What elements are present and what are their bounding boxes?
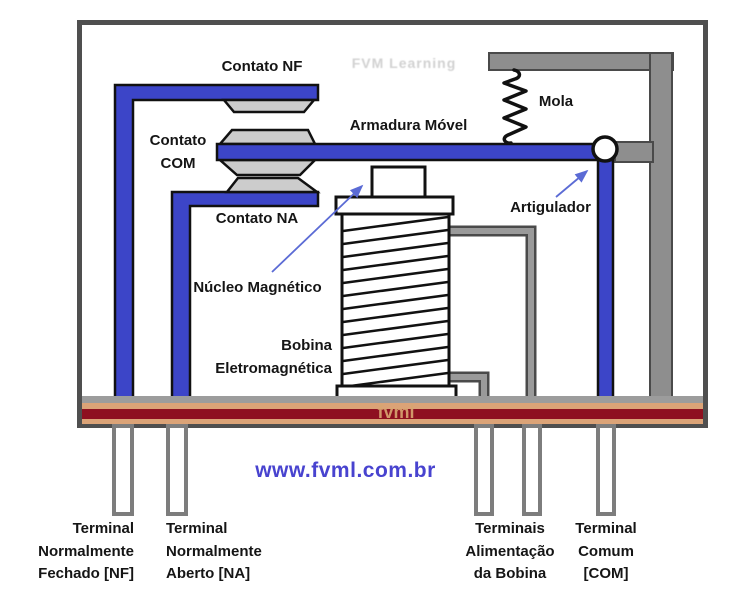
terminal-label-nf-line1: Terminal [72, 520, 134, 537]
terminal-pin-coil-1 [474, 424, 494, 516]
pivot-circle [591, 135, 619, 163]
terminal-label-coil: Terminais Alimentação da Bobina [449, 518, 571, 586]
nf-contact-pad [221, 98, 317, 114]
label-contato-nf: Contato NF [221, 58, 303, 75]
coil-top-flange [334, 195, 455, 216]
coil-lead-wire [450, 228, 534, 400]
terminal-label-nf: Terminal Normalmente Fechado [NF] [12, 518, 134, 586]
website-link[interactable]: www.fvml.com.br [255, 459, 436, 482]
magnetic-core-top [370, 165, 427, 199]
na-contact-pad [224, 176, 321, 194]
label-armadura-movel: Armadura Móvel [349, 117, 468, 134]
bracket-shelf [614, 141, 654, 163]
label-artigulador: Artigulador [510, 199, 591, 216]
terminal-label-com-line3: [COM] [583, 565, 629, 582]
label-bobina-line1: Bobina [281, 337, 332, 354]
watermark-fvm-learning: FVM Learning [351, 55, 457, 71]
terminal-label-na-line3: Aberto [NA] [166, 565, 251, 582]
label-mola: Mola [538, 93, 574, 110]
base-tan-layer-top [82, 403, 703, 409]
base-tan-layer-bottom [82, 419, 703, 424]
terminal-label-na-line1: Terminal [166, 520, 228, 537]
label-bobina: Bobina Eletromagnética [210, 334, 332, 380]
terminal-pin-nf [112, 424, 134, 516]
terminal-label-com-line1: Terminal [575, 520, 637, 537]
terminal-label-nf-line2: Normalmente [38, 542, 134, 560]
com-contact-pad-lower [216, 158, 319, 177]
terminal-label-coil-line2: Alimentação [465, 542, 555, 560]
label-bobina-line2: Eletromagnética [215, 360, 332, 377]
label-contato-com-line1: Contato [149, 132, 207, 149]
spring-graphic [502, 68, 528, 145]
label-contato-com-line2: COM [160, 155, 196, 172]
coil-winding-lines [342, 215, 449, 389]
armature-bar [215, 142, 614, 162]
base-red-layer [82, 409, 703, 419]
nucleo-arrow [271, 184, 364, 273]
terminal-label-na: Terminal Normalmente Aberto [NA] [166, 518, 281, 586]
base-gray-layer [82, 396, 703, 403]
bracket-vertical-bar [649, 52, 673, 400]
label-contato-na: Contato NA [215, 210, 299, 227]
terminal-label-nf-line3: Fechado [NF] [38, 565, 134, 582]
terminal-label-coil-line3: da Bobina [473, 565, 547, 582]
watermark-fvml: fvml [377, 402, 415, 422]
coil-lead-wire-2 [450, 374, 487, 400]
label-contato-com: Contato COM [138, 129, 218, 175]
com-contact-pad-upper [217, 128, 318, 146]
terminal-pin-na [166, 424, 188, 516]
bracket-top-bar [488, 52, 674, 71]
artigulador-arrow [555, 169, 589, 198]
label-nucleo-magnetico: Núcleo Magnético [193, 279, 322, 296]
terminal-pin-com [596, 424, 616, 516]
terminal-label-com-line2: Comum [578, 542, 634, 560]
terminal-label-coil-line1: Terminais [475, 520, 545, 537]
terminal-label-na-line2: Normalmente [166, 542, 262, 560]
terminal-pin-coil-2 [522, 424, 542, 516]
terminal-label-com: Terminal Comum [COM] [557, 518, 655, 586]
